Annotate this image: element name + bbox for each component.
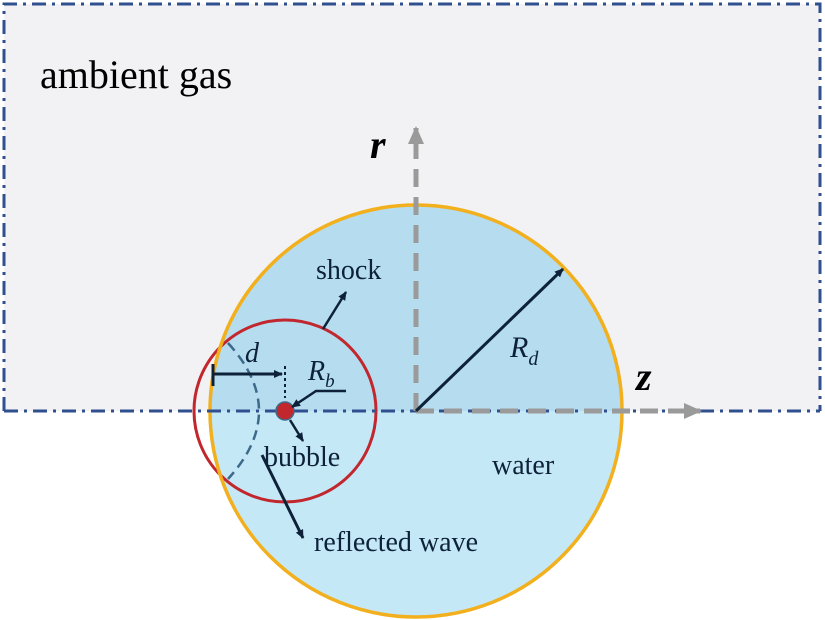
- shock-leader-arrow: [321, 291, 348, 330]
- bubble-label: bubble: [264, 442, 340, 473]
- d-label: d: [245, 338, 260, 369]
- shock-label: shock: [316, 255, 381, 286]
- rd-label-sub: d: [528, 348, 539, 370]
- reflected-wave-leader-arrow: [260, 454, 305, 539]
- r-axis-label: r: [370, 122, 386, 167]
- bubble-leader-arrow: [288, 419, 305, 442]
- z-axis-label: z: [634, 354, 652, 399]
- ambient-gas-label: ambient gas: [40, 52, 232, 97]
- reflected-wave-label: reflected wave: [314, 527, 478, 558]
- domain-border: [2, 2, 822, 411]
- rb-leader-arrow: [291, 389, 346, 409]
- droplet-upper-half: [210, 205, 622, 411]
- rd-radius-arrow: [414, 267, 565, 413]
- rb-label-main: R: [307, 356, 325, 387]
- rd-label: Rd: [509, 331, 539, 370]
- rb-label-sub: b: [325, 371, 335, 392]
- water-label: water: [492, 450, 555, 481]
- reflected-wave-arc: [227, 342, 261, 480]
- bubble-dot: [275, 401, 295, 421]
- rd-label-main: R: [509, 331, 528, 364]
- rb-label: Rb: [307, 356, 335, 392]
